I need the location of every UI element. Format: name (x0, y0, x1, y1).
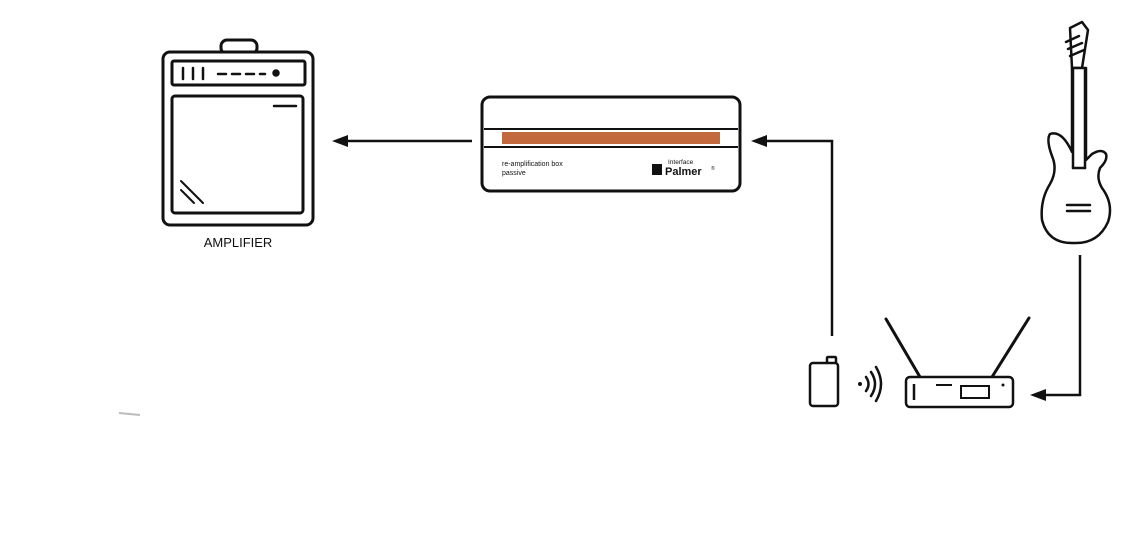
amplifier-controls (180, 66, 298, 204)
reamp-box (480, 95, 742, 193)
svg-text:Interface: Interface (668, 159, 694, 166)
signal-arrow-to-box (751, 135, 834, 336)
amplifier-icon (161, 38, 315, 227)
reamp-box-stripe (502, 132, 720, 144)
reamp-box-label-line1: re-amplification box (502, 161, 563, 168)
wireless-receiver-icon (884, 316, 1031, 409)
signal-arrow-to-amplifier (332, 135, 472, 147)
guitar-icon (1040, 20, 1112, 245)
svg-text:Palmer: Palmer (665, 166, 702, 178)
amplifier-label: AMPLIFIER (204, 235, 273, 250)
reamp-box-label-line2: passive (502, 170, 526, 177)
svg-text:®: ® (711, 165, 715, 172)
palmer-logo: Interface Palmer ® (652, 159, 715, 178)
transmitter-icon (808, 355, 840, 408)
signal-arrow-to-receiver (1030, 255, 1082, 401)
wireless-signal-icon (858, 365, 883, 403)
stray-mark (118, 412, 141, 416)
